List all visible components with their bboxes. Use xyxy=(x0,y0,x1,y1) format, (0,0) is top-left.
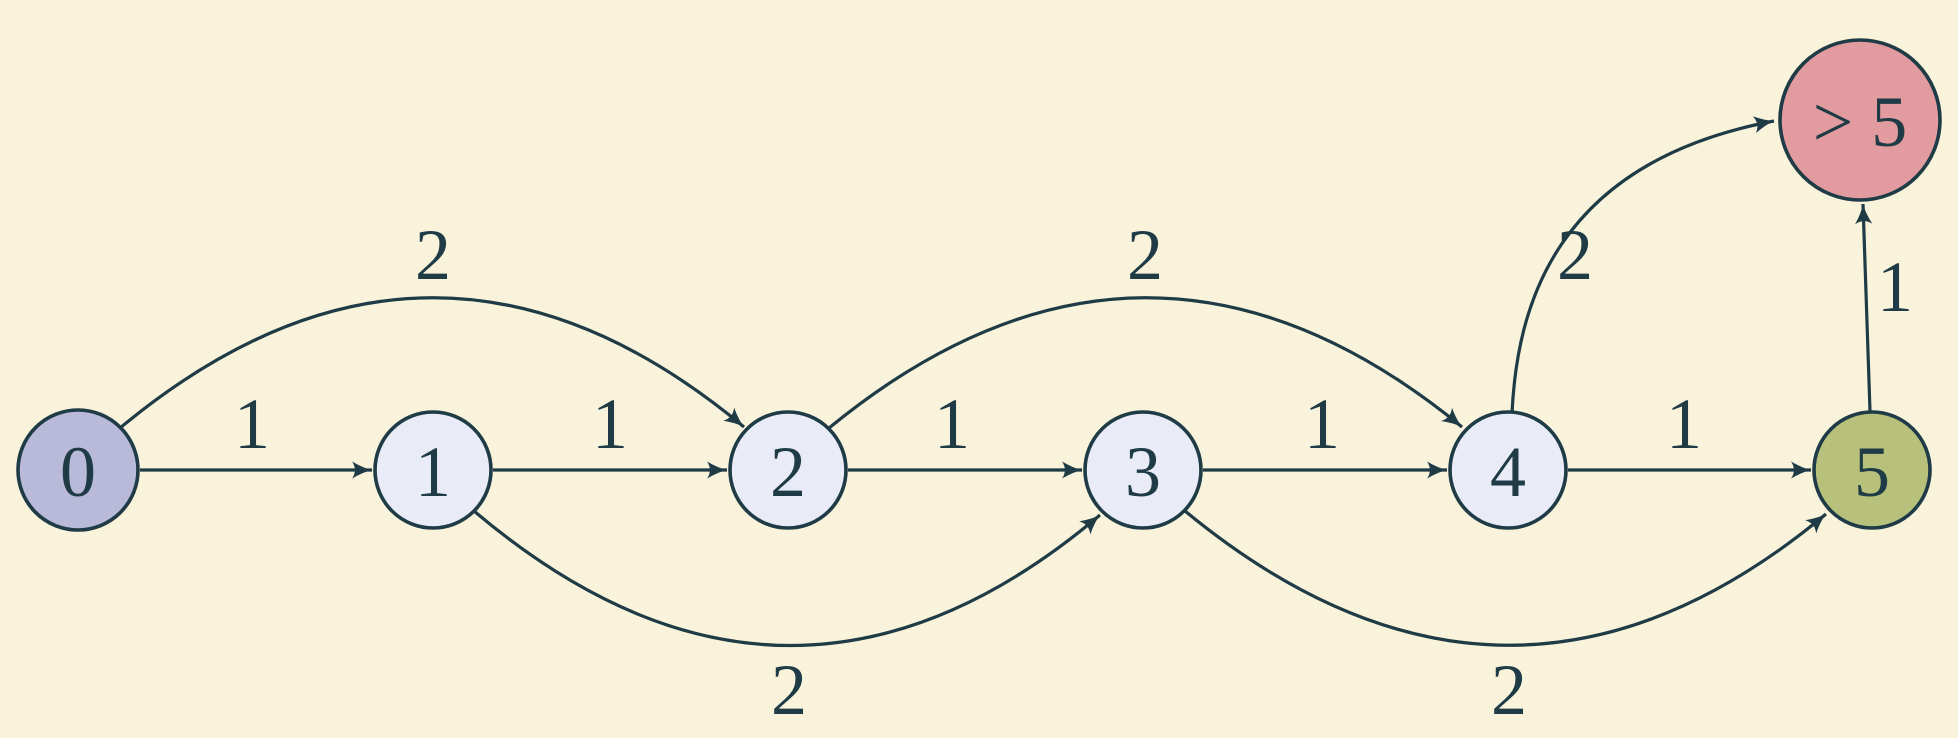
edge-label-4-gt5: 2 xyxy=(1557,215,1593,295)
edge-label-2-3: 1 xyxy=(934,384,970,464)
edge-2-to-4 xyxy=(827,296,1464,430)
edge-label-1-3: 2 xyxy=(771,650,807,730)
node-circle-5 xyxy=(1812,410,1932,530)
edge-label-4-5: 1 xyxy=(1666,384,1702,464)
edge-label-0-1: 1 xyxy=(234,384,270,464)
node-label-gt5: > 5 xyxy=(1813,82,1908,162)
node-label-0: 0 xyxy=(60,432,96,512)
node-circle-1 xyxy=(373,410,493,530)
node-0: 0 xyxy=(16,408,140,532)
node-gt5: > 5 xyxy=(1778,38,1942,202)
node-circle-3 xyxy=(1083,410,1203,530)
node-2: 2 xyxy=(728,410,848,530)
node-label-4: 4 xyxy=(1490,432,1526,512)
node-circle-2 xyxy=(728,410,848,530)
edge-label-3-4: 1 xyxy=(1304,384,1340,464)
edge-3-to-5 xyxy=(1183,509,1828,647)
edge-label-1-2: 1 xyxy=(592,384,628,464)
node-5: 5 xyxy=(1812,410,1932,530)
edge-4-to-gt5 xyxy=(1510,116,1775,414)
node-circle-4 xyxy=(1448,410,1568,530)
node-4: 4 xyxy=(1448,410,1568,530)
edge-label-0-2: 2 xyxy=(415,215,451,295)
edge-label-3-5: 2 xyxy=(1491,650,1527,730)
node-circle-gt5 xyxy=(1778,38,1942,202)
edge-5-to-gt5 xyxy=(1855,203,1873,412)
edges-layer: 1 1 1 1 1 2 2 2 2 2 1 xyxy=(118,116,1913,730)
node-1: 1 xyxy=(373,410,493,530)
node-3: 3 xyxy=(1083,410,1203,530)
nodes-layer: 0 1 2 3 4 5 > 5 xyxy=(16,38,1942,532)
node-label-1: 1 xyxy=(415,432,451,512)
edge-0-to-2 xyxy=(118,296,746,430)
node-label-5: 5 xyxy=(1854,432,1890,512)
edge-1-to-3 xyxy=(472,509,1102,648)
edge-label-5-gt5: 1 xyxy=(1877,247,1913,327)
node-label-3: 3 xyxy=(1125,432,1161,512)
node-label-2: 2 xyxy=(770,432,806,512)
edge-label-2-4: 2 xyxy=(1127,215,1163,295)
node-circle-0 xyxy=(16,408,140,532)
